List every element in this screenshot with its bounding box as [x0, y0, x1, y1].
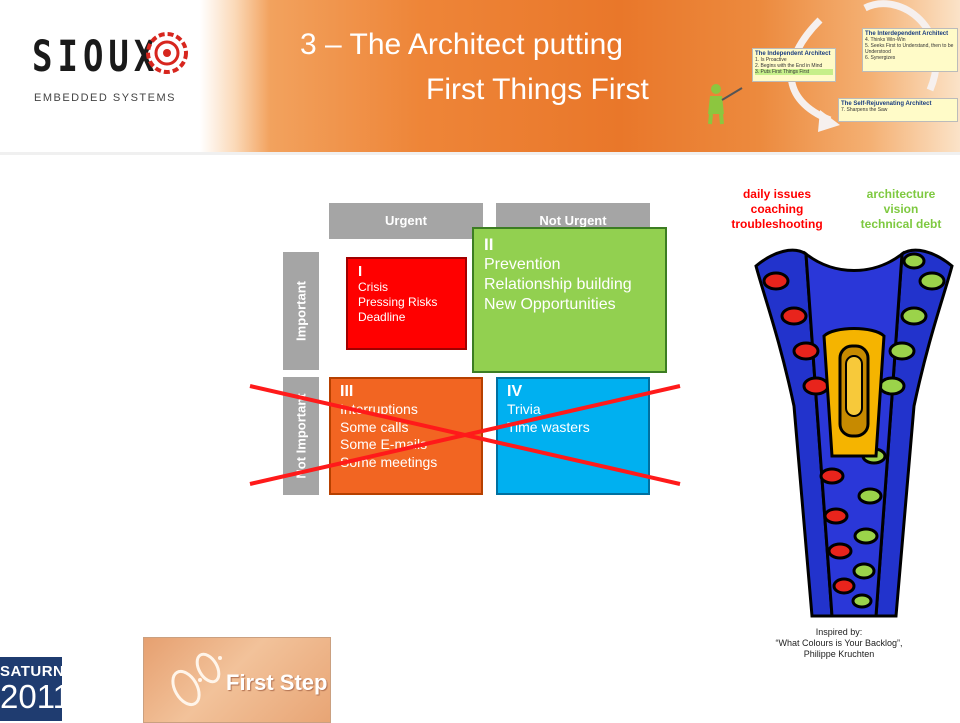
- saturn-year: 2011: [0, 678, 71, 715]
- quadrant-iii: III Interruptions Some calls Some E-mail…: [329, 377, 483, 495]
- habit-item: 5. Seeks First to Understand, then to be…: [865, 43, 954, 55]
- quadrant-item: Deadline: [358, 310, 406, 324]
- quadrant-item: New Opportunities: [484, 296, 616, 313]
- quadrant-item: Interruptions: [340, 401, 418, 417]
- zipper-illustration: [754, 248, 954, 618]
- zipper-label: daily issues: [742, 187, 812, 201]
- page-title-line-2: First Things First: [426, 73, 649, 106]
- zipper-right-labels: architecture vision technical debt: [846, 187, 956, 232]
- zipper-credit: Inspired by: “What Colours is Your Backl…: [734, 627, 944, 660]
- header-separator: [0, 152, 960, 155]
- zipper-left-labels: daily issues coaching troubleshooting: [718, 187, 836, 232]
- sun-icon: [146, 32, 188, 74]
- row-header-important: Important: [283, 252, 319, 370]
- habit-item: 6. Synergizes: [865, 55, 896, 61]
- habit-item: 3. Puts First Things First: [755, 69, 833, 75]
- habit-card-renewing: The Self-Rejuvenating Architect 7. Sharp…: [838, 98, 958, 122]
- quadrant-item: Crisis: [358, 280, 388, 294]
- logo-text: SIOUX: [32, 32, 160, 82]
- zipper-label: architecture: [866, 187, 936, 201]
- credit-line: “What Colours is Your Backlog”,: [775, 638, 903, 648]
- first-step-badge: First Step: [143, 637, 331, 723]
- credit-line: Inspired by:: [815, 627, 863, 637]
- quadrant-item: Pressing Risks: [358, 295, 438, 309]
- habit-card-title: The Independent Architect: [755, 51, 831, 57]
- red-cross-mark: [249, 384, 681, 486]
- zipper-label: technical debt: [860, 217, 942, 231]
- saturn-text: SATURN: [0, 663, 65, 680]
- habit-card-title: The Self-Rejuvenating Architect: [841, 101, 932, 107]
- quadrant-ii: II Prevention Relationship building New …: [472, 227, 667, 373]
- habit-card-title: The Interdependent Architect: [865, 31, 949, 37]
- quadrant-item: Prevention: [484, 256, 561, 273]
- zipper-label: coaching: [750, 202, 804, 216]
- row-header-label: Important: [293, 281, 309, 341]
- habit-item: 2. Begins with the End in Mind: [755, 63, 823, 69]
- saturn-2011-logo: SATURN 2011: [0, 657, 71, 721]
- credit-line: Philippe Kruchten: [803, 649, 875, 659]
- zipper-label: vision: [883, 202, 919, 216]
- first-step-text: First Step: [226, 670, 328, 695]
- quadrant-item: Some calls: [340, 418, 409, 435]
- habit-item: 4. Thinks Win-Win: [865, 37, 906, 43]
- zipper-label: troubleshooting: [731, 217, 823, 231]
- quadrant-number: III: [340, 383, 354, 400]
- quadrant-i: I Crisis Pressing Risks Deadline: [346, 257, 467, 350]
- sioux-logo: SIOUX EMBEDDED SYSTEMS: [32, 30, 207, 110]
- column-header-urgent: Urgent: [329, 203, 483, 239]
- footprints-icon: [171, 652, 222, 707]
- habit-item: 1. Is Proactive: [755, 57, 787, 63]
- logo-subtitle: EMBEDDED SYSTEMS: [34, 92, 176, 104]
- quadrant-item: Trivia: [507, 401, 541, 417]
- page-title-line-1: 3 – The Architect putting: [300, 28, 623, 61]
- quadrant-number: I: [358, 263, 363, 280]
- habit-card-interdependent: The Interdependent Architect 4. Thinks W…: [862, 28, 958, 72]
- quadrant-number: IV: [507, 383, 523, 400]
- quadrant-item: Relationship building: [484, 276, 632, 293]
- person-pointing-icon: [708, 84, 743, 125]
- habit-card-independent: The Independent Architect 1. Is Proactiv…: [752, 48, 836, 82]
- habit-item: 7. Sharpens the Saw: [841, 107, 888, 113]
- quadrant-number: II: [484, 235, 494, 254]
